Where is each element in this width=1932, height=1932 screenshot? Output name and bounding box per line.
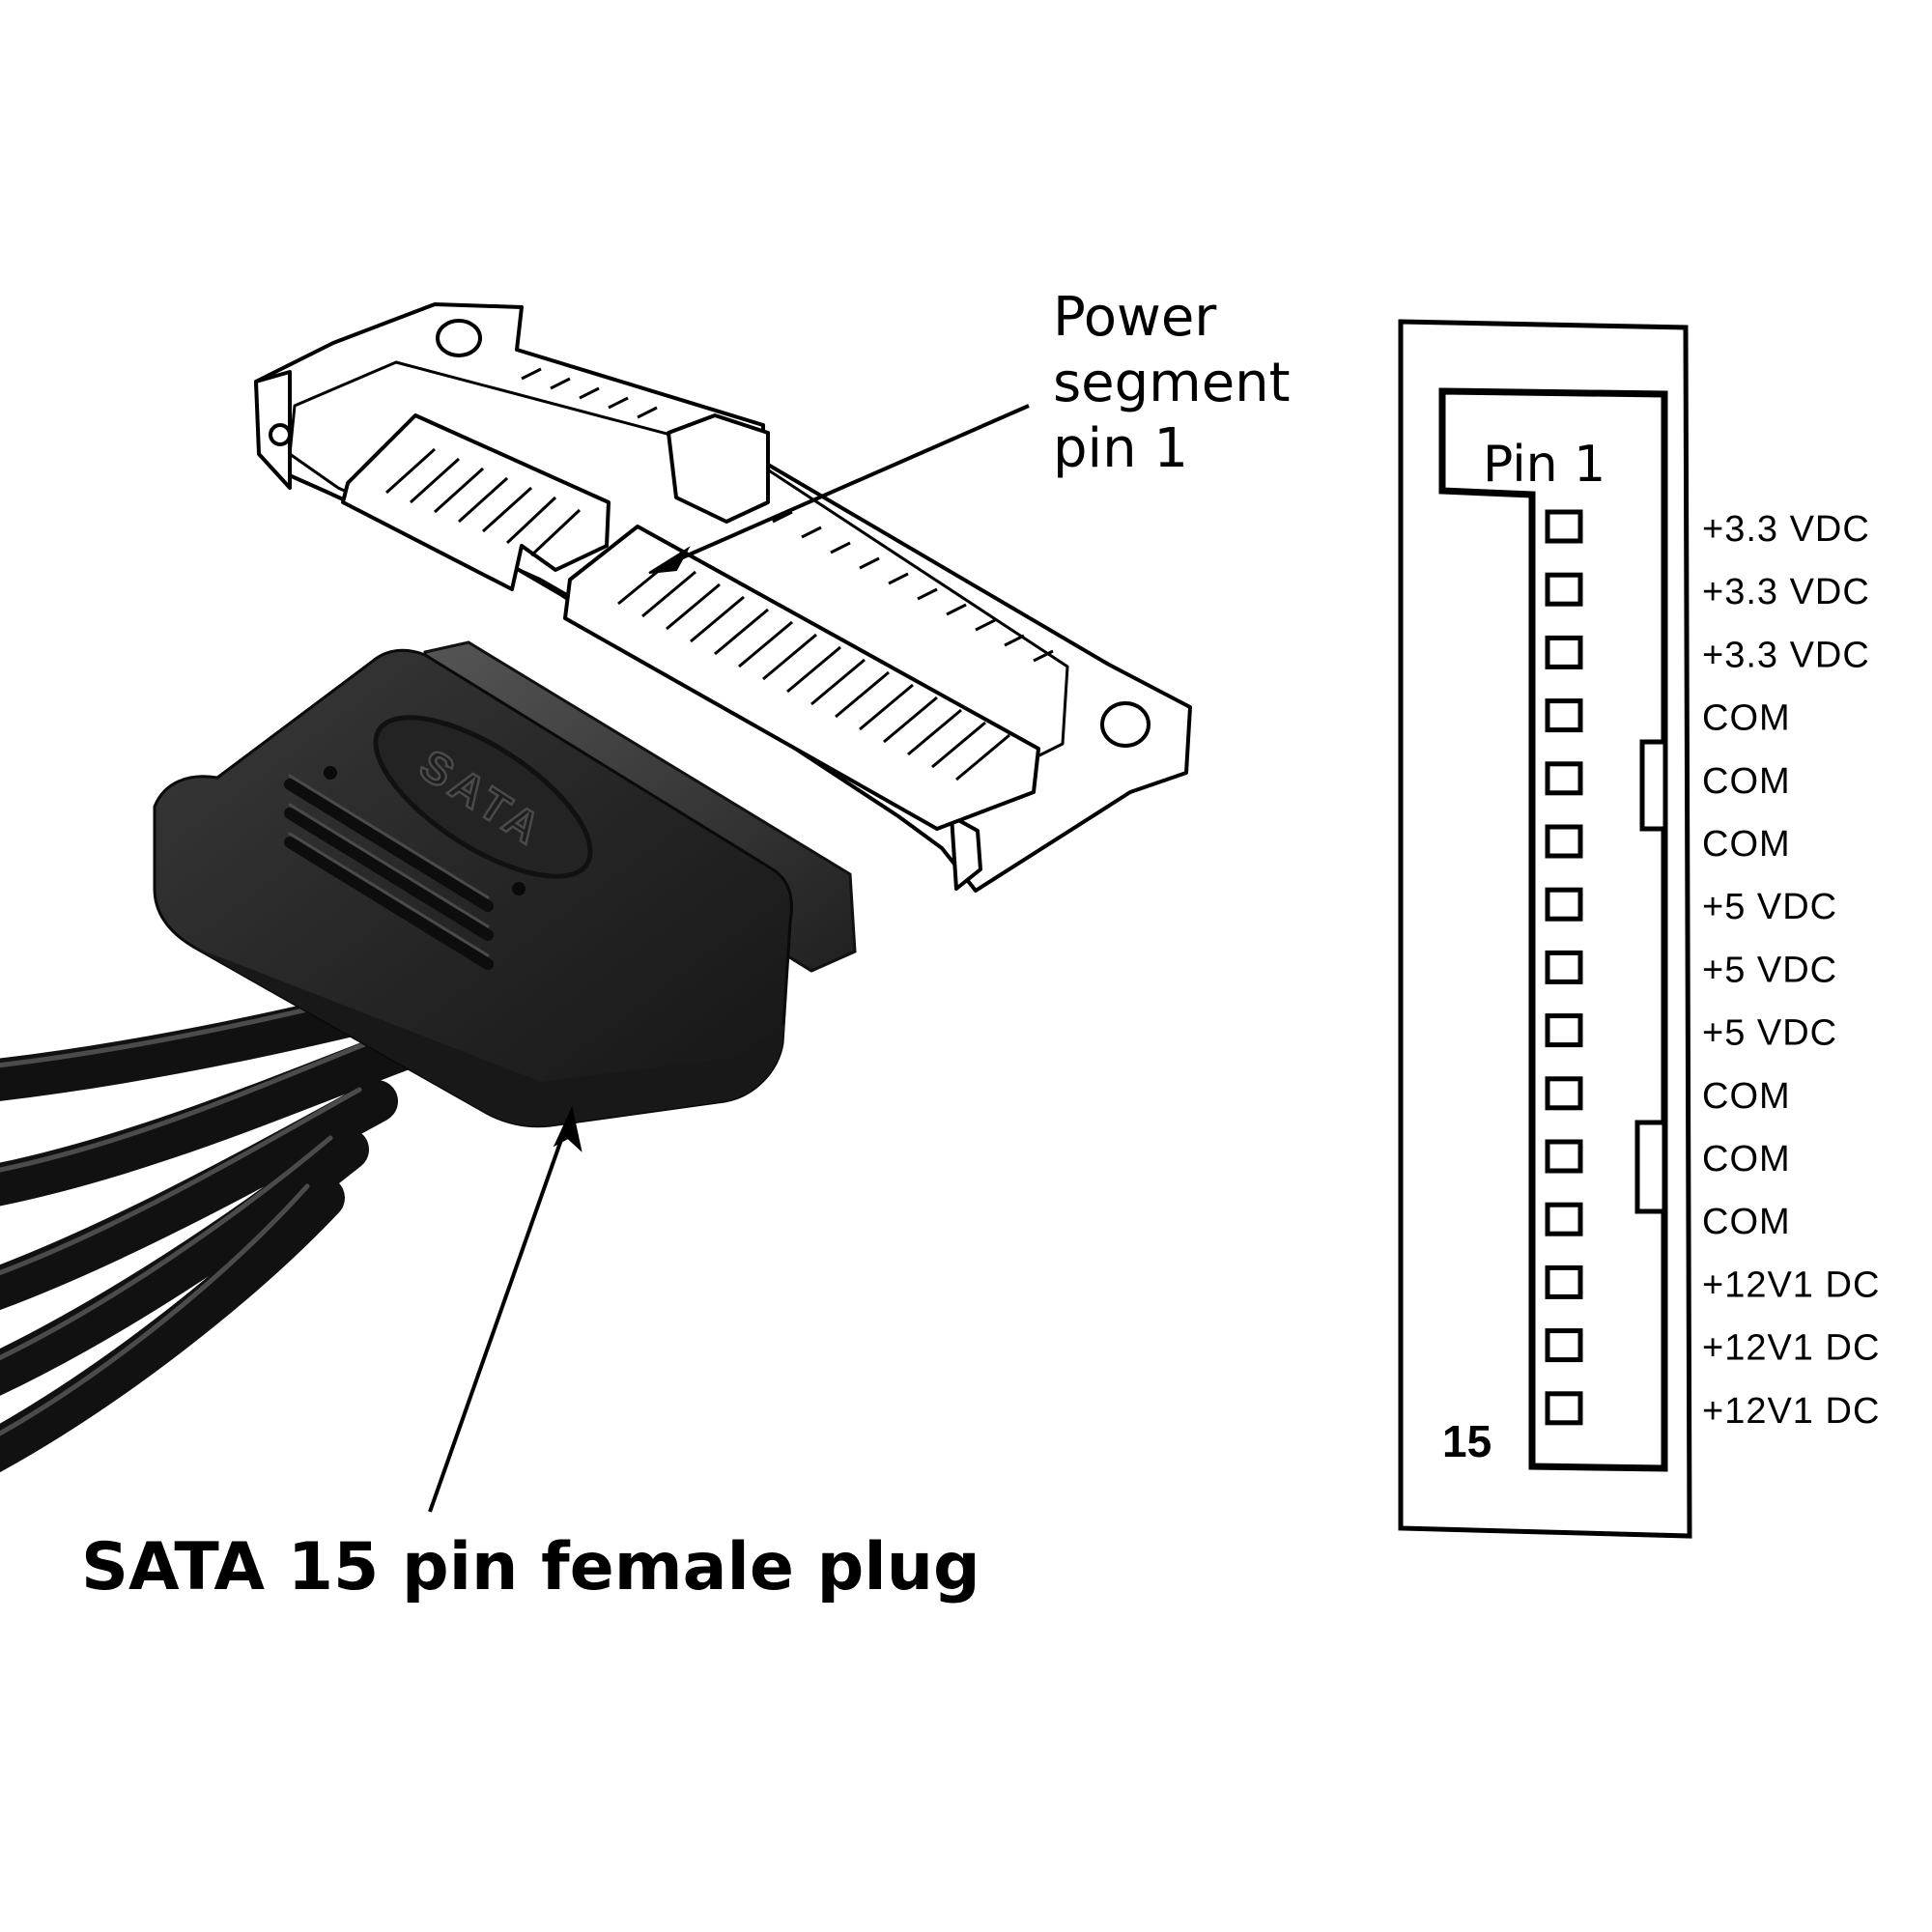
plug-arrowhead [553,1105,582,1152]
pin-labels: +3.3 VDC +3.3 VDC +3.3 VDC COM COM COM +5 VDC +… [1702,509,1880,1432]
power-segment-arrowhead [648,546,691,574]
pin-label-5: COM [1702,761,1791,802]
callout-line-3: pin 1 [1053,417,1188,480]
power-cables [0,974,456,1473]
pin-contact-15 [1545,1391,1583,1426]
pin-contact-7 [1545,887,1583,922]
callout-arrows [428,404,1030,1513]
pinout-inner-outline [1438,387,1668,1472]
pin-label-7: +5 VDC [1702,887,1837,927]
pin-label-6: COM [1702,824,1791,865]
pin-label-11: COM [1702,1139,1791,1179]
pin-contact-11 [1545,1139,1583,1174]
key-notch [1634,1120,1667,1214]
pinout-diagram: Pin 1 15 +3.3 VDC +3.3 VDC +3.3 VDC COM COM C… [1398,319,1880,1539]
pin-contact-10 [1545,1076,1583,1111]
pin-contact-5 [1545,761,1583,796]
pin-label-15: +12V1 DC [1702,1391,1880,1432]
callout-line-2: segment [1053,352,1291,414]
brand-oval [373,715,593,879]
cable-wire [0,1080,398,1311]
pin-label-2: +3.3 VDC [1702,572,1870,612]
pin-label-1: +3.3 VDC [1702,509,1870,550]
pin-label-14: +12V1 DC [1702,1328,1880,1369]
pin-label-12: COM [1702,1202,1791,1242]
pin-label-8: +5 VDC [1702,950,1837,990]
power-segment-callout: Power segment pin 1 [1053,286,1291,480]
pin-contact-2 [1545,572,1583,607]
key-notch [1639,739,1668,832]
pin1-label: Pin 1 [1483,436,1605,494]
pin-contact-13 [1545,1264,1583,1299]
cable-wire [0,1177,345,1473]
power-segment-arrow-line [675,404,1030,562]
pin-label-3: +3.3 VDC [1702,635,1870,675]
pin-contacts [1545,509,1583,1426]
pin-contact-12 [1545,1202,1583,1236]
sata-plug: SATA [153,640,857,1128]
pin-contact-3 [1545,635,1583,669]
pin15-label: 15 [1442,1416,1492,1466]
pin-contact-14 [1545,1328,1583,1363]
pin-contact-6 [1545,824,1583,859]
sata-receptacle-drawing [254,302,1192,893]
pin-contact-4 [1545,698,1583,733]
plug-caption: SATA 15 pin female plug [81,1529,980,1605]
pin-label-9: +5 VDC [1702,1013,1837,1054]
callout-line-1: Power [1053,286,1217,349]
pin-label-10: COM [1702,1076,1791,1117]
pin-label-4: COM [1702,698,1791,739]
cable-wire [0,1027,427,1207]
plug-arrow-line [428,1120,570,1513]
pin-contact-1 [1545,509,1583,544]
pin-contact-8 [1545,950,1583,984]
pin-label-13: +12V1 DC [1702,1264,1880,1305]
cable-wire [0,1128,369,1396]
pin-contact-9 [1545,1013,1583,1048]
